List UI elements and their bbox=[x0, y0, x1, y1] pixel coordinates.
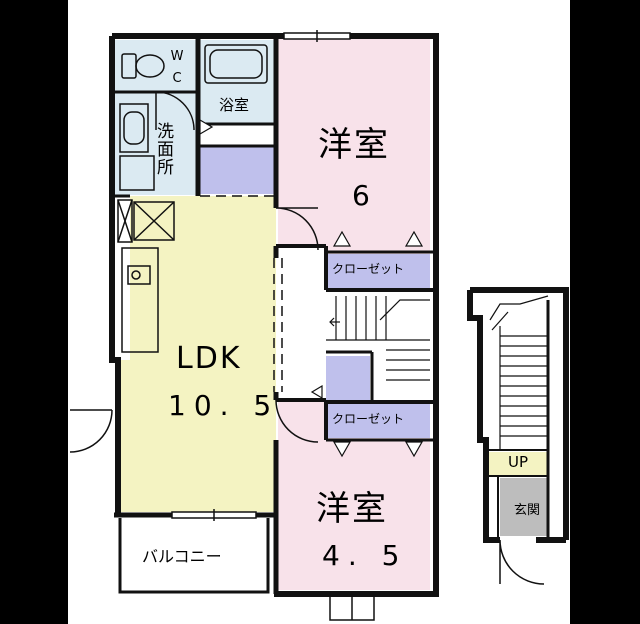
closet-2b-floor bbox=[328, 402, 430, 438]
window-room1-top bbox=[283, 30, 351, 42]
closet-2-floor bbox=[326, 356, 370, 404]
hall-storage-floor bbox=[200, 146, 274, 194]
staircase-main bbox=[326, 296, 430, 381]
storage-shelf-icon bbox=[133, 201, 175, 241]
washing-machine-icon bbox=[119, 155, 155, 191]
stair-up-floor bbox=[488, 452, 548, 476]
wc-floor bbox=[114, 40, 198, 92]
bathtub-icon bbox=[204, 44, 268, 84]
washbasin-icon bbox=[119, 103, 149, 153]
toilet-icon bbox=[121, 53, 165, 79]
entrance-label: 玄関 bbox=[514, 503, 541, 518]
refrigerator-icon bbox=[117, 199, 133, 243]
closet-1-floor bbox=[328, 254, 430, 288]
bath-label: 浴室 bbox=[219, 96, 250, 114]
kitchen-counter-icon bbox=[121, 247, 159, 353]
doors bbox=[69, 91, 545, 621]
entrance-floor bbox=[500, 478, 548, 536]
washroom-label: 洗面所 bbox=[153, 122, 173, 176]
closet-door-markers bbox=[199, 118, 424, 458]
western-room-2-floor bbox=[278, 400, 430, 590]
closet-2-label: クローゼット bbox=[332, 412, 405, 426]
window-ldk-balcony bbox=[171, 509, 257, 521]
ldk-name: LDK bbox=[176, 341, 242, 376]
balcony-label: バルコニー bbox=[142, 547, 222, 566]
staircase-exterior bbox=[489, 295, 549, 450]
western-room-1-floor bbox=[278, 38, 430, 290]
western-room-1-size: 6 bbox=[352, 179, 378, 212]
western-room-2-name: 洋室 bbox=[316, 489, 388, 529]
dashed-partition bbox=[200, 195, 283, 392]
wc-label: W C bbox=[170, 49, 184, 86]
western-room-1-name: 洋室 bbox=[318, 125, 390, 165]
closet-1-label: クローゼット bbox=[332, 262, 405, 276]
ldk-size: 10. 5 bbox=[168, 389, 280, 422]
stair-up-label: UP bbox=[508, 453, 529, 471]
balcony-floor bbox=[120, 520, 266, 590]
western-room-2-size: 4. 5 bbox=[322, 539, 408, 572]
